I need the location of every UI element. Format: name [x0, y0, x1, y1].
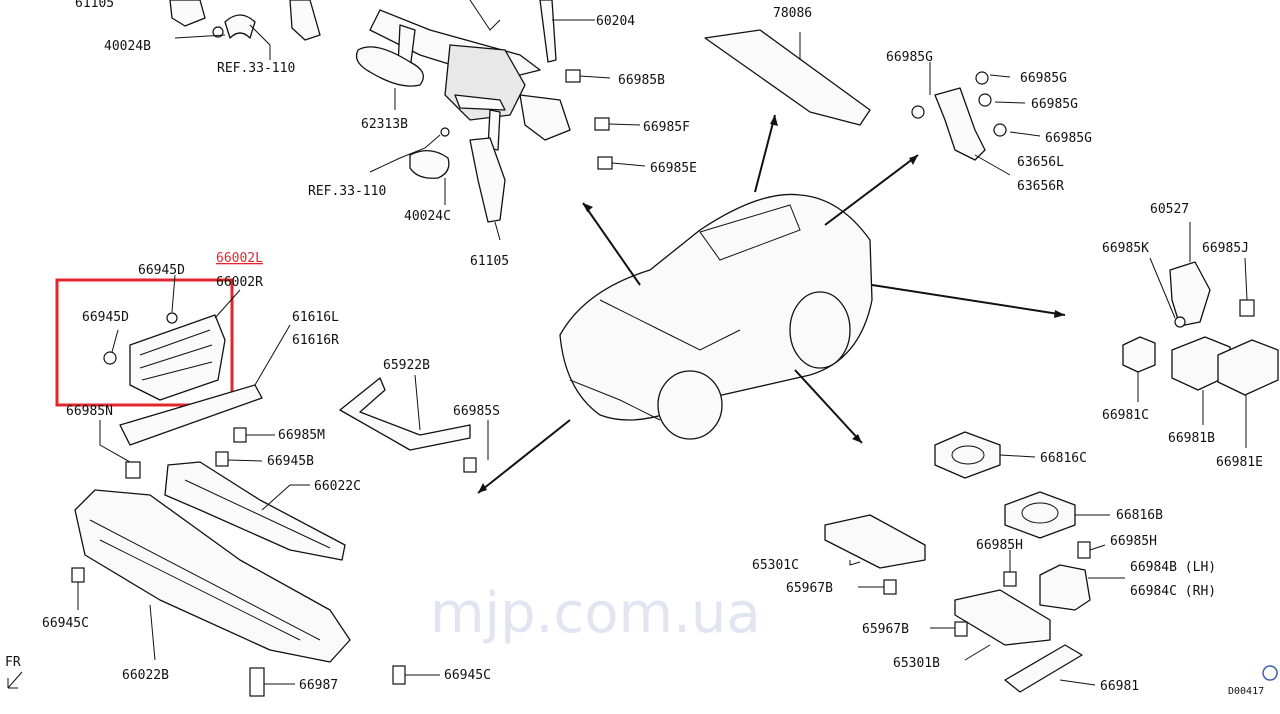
cover-65301b — [954, 589, 1051, 646]
part-labels: 61105 40024B REF.33-110 62313B REF.33-11… — [42, 0, 1264, 697]
part-label: 66985M — [278, 428, 325, 443]
bracket-61105 — [469, 137, 506, 223]
beam-61616 — [119, 384, 263, 446]
part-label: 66002R — [216, 275, 263, 290]
clip-65967b-bottom — [954, 621, 968, 637]
splash-guard-66002 — [103, 312, 226, 401]
bolt-66985h — [1003, 541, 1091, 587]
part-label: 66816B — [1116, 508, 1163, 523]
part-label: 66985S — [453, 404, 500, 419]
bracket-66984 — [1039, 564, 1091, 611]
part-label: 66985G — [1045, 131, 1092, 146]
steering-support-frame — [169, 0, 571, 151]
clip-40024c — [409, 127, 450, 179]
under-cover-66022b — [74, 489, 351, 663]
watermark: mjp.com.ua — [430, 581, 761, 646]
highlight-box — [55, 278, 234, 407]
part-label: 66981B — [1168, 431, 1215, 446]
clip-65967b-top — [883, 579, 897, 595]
part-label: 66816C — [1040, 451, 1087, 466]
diagram-code: D00417 — [1228, 686, 1264, 697]
part-label: 66945C — [444, 668, 491, 683]
bolt-66985m — [233, 427, 247, 443]
part-label: 63656L — [1017, 155, 1064, 170]
part-label: 62313B — [361, 117, 408, 132]
part-label: 66985H — [976, 538, 1023, 553]
part-label: 65967B — [862, 622, 909, 637]
clip-66945c-bottom — [392, 665, 406, 685]
clip-66945b — [215, 451, 229, 467]
cover-65301c — [824, 514, 926, 569]
part-label: 66945B — [267, 454, 314, 469]
part-label: 66985H — [1110, 534, 1157, 549]
part-label: 66981 — [1100, 679, 1139, 694]
bolt-66985e — [597, 156, 646, 170]
part-label: 66985N — [66, 404, 113, 419]
bolt-66987 — [249, 667, 265, 697]
block-66981c — [1122, 336, 1156, 373]
part-label: 40024C — [404, 209, 451, 224]
part-label: 65301B — [893, 656, 940, 671]
block-66981e — [1217, 339, 1279, 396]
clip-40024b — [212, 14, 256, 39]
part-label: 65967B — [786, 581, 833, 596]
corner-marker-icon — [1262, 665, 1278, 681]
part-label: 78086 — [773, 6, 812, 21]
bolt-66985n — [125, 461, 141, 479]
bolt-66985b — [565, 69, 611, 83]
part-label: REF.33-110 — [308, 184, 386, 199]
part-label: 65922B — [383, 358, 430, 373]
panel-78086 — [704, 29, 871, 126]
clip-66945c-left — [71, 567, 85, 583]
part-label: 66945D — [82, 310, 129, 325]
bolt-66985s — [463, 457, 477, 473]
part-label: 66985E — [650, 161, 697, 176]
part-label: 66945D — [138, 263, 185, 278]
part-label: 66984C (RH) — [1130, 584, 1216, 599]
part-label: 66981C — [1102, 408, 1149, 423]
part-label: 66981E — [1216, 455, 1263, 470]
front-direction-indicator: FR — [5, 655, 23, 689]
stay-65922b — [339, 377, 471, 451]
part-label: 61105 — [470, 254, 509, 269]
part-label: 65301C — [752, 558, 799, 573]
part-label: 66985G — [886, 50, 933, 65]
part-label: 66985G — [1020, 71, 1067, 86]
insulator-66816c — [934, 431, 1001, 479]
part-label: 66985J — [1202, 241, 1249, 256]
part-label: REF.33-110 — [217, 61, 295, 76]
part-label: 40024B — [104, 39, 151, 54]
part-label: 66022C — [314, 479, 361, 494]
bracket-63656 — [911, 71, 1007, 161]
part-label: 66985F — [643, 120, 690, 135]
under-cover-66022c — [164, 461, 346, 561]
vehicle-outline — [559, 193, 873, 440]
part-label-highlighted: 66002L — [216, 251, 263, 266]
part-label: 60204 — [596, 14, 635, 29]
insulator-66816b — [1004, 491, 1076, 539]
fr-label: FR — [5, 655, 21, 670]
leader-lines — [77, 19, 1248, 686]
part-label: 66987 — [299, 678, 338, 693]
bracket-60527 — [1169, 261, 1255, 328]
part-label: 61105 — [75, 0, 114, 11]
part-label: 66985B — [618, 73, 665, 88]
part-label: 66022B — [122, 668, 169, 683]
part-label: 66985G — [1031, 97, 1078, 112]
part-label: 60527 — [1150, 202, 1189, 217]
part-label: 61616L — [292, 310, 339, 325]
part-label: 66984B (LH) — [1130, 560, 1216, 575]
pad-62313b — [355, 46, 424, 87]
part-label: 66945C — [42, 616, 89, 631]
plate-66981 — [1004, 644, 1083, 693]
bolt-66985f — [594, 117, 641, 131]
part-label: 66985K — [1102, 241, 1149, 256]
part-label: 63656R — [1017, 179, 1064, 194]
part-label: 61616R — [292, 333, 339, 348]
callout-arrows — [477, 114, 1066, 494]
